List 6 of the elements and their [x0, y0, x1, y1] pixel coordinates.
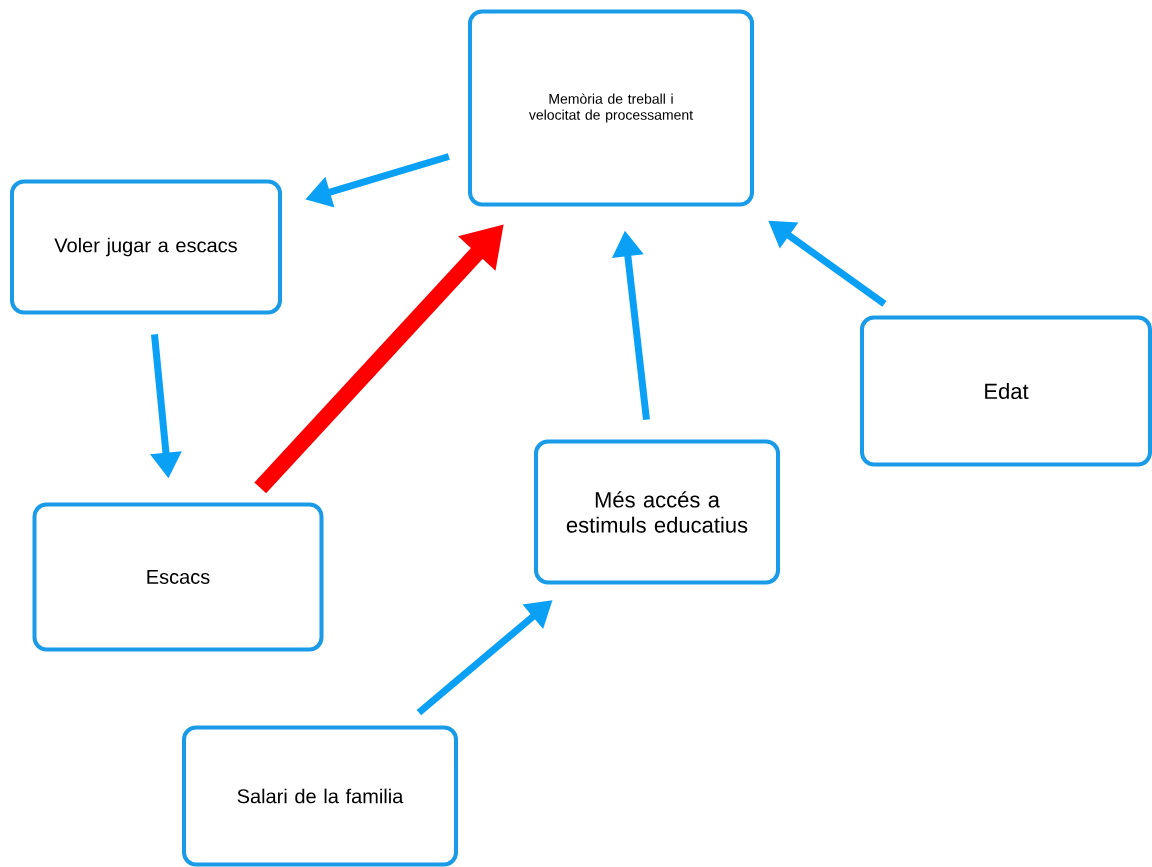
process-box: Salari de la familia [182, 725, 458, 867]
process-box: Voler jugar a escacs [10, 179, 282, 315]
process-box: Escacs [32, 502, 324, 652]
process-box: Més accés a estimuls educatius [534, 439, 780, 585]
process-box: Edat [860, 315, 1152, 467]
process-box: Memòria de treball i velocitat de processament [468, 9, 754, 207]
